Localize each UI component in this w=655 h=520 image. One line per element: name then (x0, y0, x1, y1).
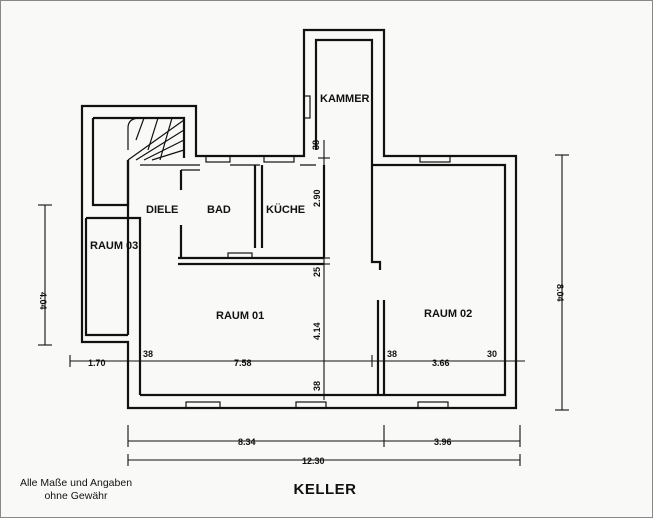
dim-wall-38-kammer: 38 (311, 140, 321, 150)
dim-width-raum02: 3.66 (432, 358, 450, 368)
room-label-raum01: RAUM 01 (216, 310, 264, 322)
dimension-lines (38, 140, 569, 466)
stair-step (159, 117, 173, 161)
dim-left-width: 1.70 (88, 358, 106, 368)
bad-right-wall (253, 165, 264, 248)
window (227, 252, 253, 259)
dim-width-raum01: 7.58 (234, 358, 252, 368)
window (419, 155, 451, 163)
disclaimer: Alle Maße und Angaben ohne Gewähr (6, 477, 146, 503)
dim-left-height: 4.04 (38, 292, 48, 310)
window (205, 155, 231, 163)
disclaimer-line-2: ohne Gewähr (44, 490, 108, 502)
room-label-bad: BAD (207, 204, 231, 216)
dim-height-kueche: 2.90 (312, 189, 322, 207)
dim-wall-25: 25 (312, 267, 322, 277)
window (303, 95, 311, 119)
dim-right-height: 8.04 (555, 284, 565, 302)
raum02-divider-bottom (376, 300, 386, 395)
raum01-top-wall (178, 256, 324, 266)
stair-core (91, 118, 130, 207)
room-label-raum03: RAUM 03 (90, 240, 138, 252)
stair-step (135, 117, 145, 141)
stair-step (135, 129, 185, 161)
dim-total-3-96: 3.96 (434, 437, 452, 447)
dim-wall-38-mid: 38 (387, 349, 397, 359)
dim-wall-30-right: 30 (487, 349, 497, 359)
inner-wall-kammer (314, 38, 374, 165)
dim-wall-38-left: 38 (143, 349, 153, 359)
stair-step (147, 117, 159, 151)
window (263, 155, 295, 163)
raum02-divider-top (370, 165, 382, 270)
dim-total-8-34: 8.34 (238, 437, 256, 447)
window (295, 401, 327, 409)
stairs (127, 117, 185, 161)
stair-curve (127, 117, 141, 150)
dim-height-raum01: 4.14 (312, 322, 322, 340)
stair-step (143, 139, 185, 161)
dim-wall-38-bottom: 38 (312, 381, 322, 391)
inner-wall (140, 163, 507, 397)
room-label-kammer: KAMMER (320, 93, 370, 105)
room-label-kueche: KÜCHE (266, 203, 305, 216)
room-label-diele: DIELE (146, 204, 178, 216)
room-label-raum02: RAUM 02 (424, 308, 472, 320)
outer-wall (80, 28, 518, 410)
plan-title: KELLER (293, 481, 357, 498)
dim-total-12-30: 12.30 (302, 456, 325, 466)
stair-step (127, 119, 185, 161)
window (417, 401, 449, 409)
windows (185, 95, 451, 409)
disclaimer-line-1: Alle Maße und Angaben (19, 477, 133, 489)
stair-step (151, 149, 185, 161)
stair-wall-inner (93, 116, 186, 158)
raum03-wall (84, 216, 142, 337)
window (185, 401, 221, 409)
